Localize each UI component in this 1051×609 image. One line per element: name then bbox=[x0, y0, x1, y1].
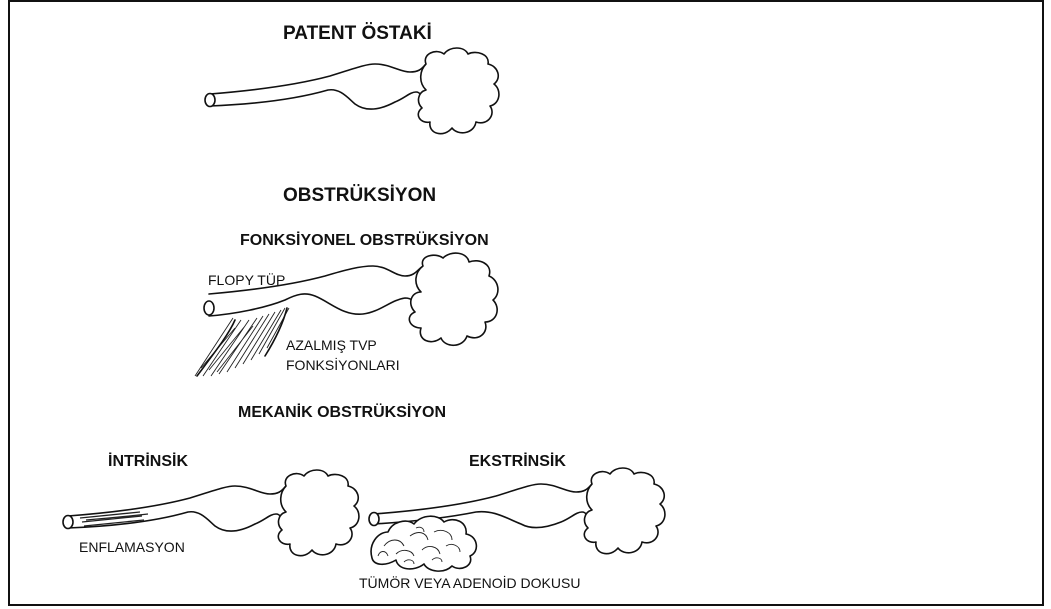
mastoid-air-cells bbox=[418, 48, 499, 134]
tumor-adenoid-tissue bbox=[371, 516, 476, 571]
title-obstruction: OBSTRÜKSİYON bbox=[283, 186, 436, 205]
title-mechanical-obstruction: MEKANİK OBSTRÜKSİYON bbox=[238, 405, 446, 421]
title-patent-eustachian: PATENT ÖSTAKİ bbox=[283, 24, 432, 43]
functional-obstruction-diagram bbox=[195, 256, 525, 386]
eustachian-tube-shape bbox=[205, 64, 426, 109]
intrinsic-obstruction-diagram bbox=[60, 468, 370, 558]
mastoid-air-cells bbox=[409, 253, 498, 345]
title-functional-obstruction: FONKSİYONEL OBSTRÜKSİYON bbox=[240, 233, 489, 249]
label-tumor-adenoid: TÜMÖR VEYA ADENOİD DOKUSU bbox=[359, 576, 580, 590]
patent-tube-diagram bbox=[200, 46, 530, 146]
tvp-muscle-shading bbox=[195, 308, 289, 376]
eustachian-tube-shape bbox=[204, 266, 423, 316]
extrinsic-obstruction-diagram bbox=[366, 466, 686, 576]
mastoid-air-cells bbox=[584, 468, 665, 554]
mastoid-air-cells bbox=[278, 470, 359, 556]
